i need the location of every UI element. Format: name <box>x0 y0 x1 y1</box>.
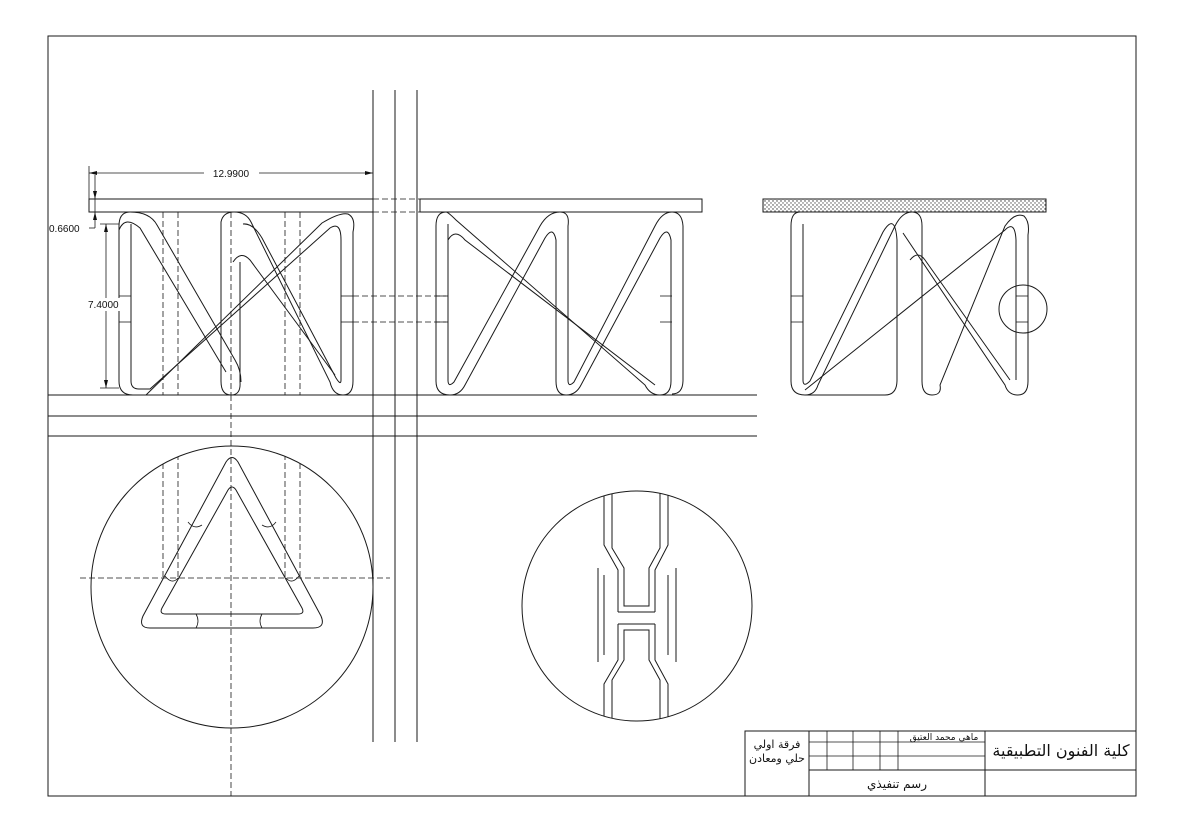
front-legs <box>118 211 355 396</box>
dim-width-arrow-left <box>89 171 97 175</box>
projection-lines-horizontal <box>48 295 757 437</box>
tb-drawing-type: رسم تنفيذي <box>867 777 927 792</box>
detail-inner-bottom <box>611 629 661 721</box>
dim-thick-arrow-bottom <box>93 212 97 220</box>
detail-view <box>521 490 753 722</box>
tb-department: حلي ومعادن <box>749 752 805 765</box>
side-legs-inner <box>447 211 684 395</box>
detail-outer-right-bottom <box>654 624 669 721</box>
dim-height-bg <box>86 298 122 311</box>
top-view-circle <box>90 445 374 729</box>
tb-year: فرقة اولي <box>754 738 801 751</box>
right-cross-brace <box>804 226 1017 391</box>
dim-height-text: 7.4000 <box>88 300 119 311</box>
right-view <box>762 198 1048 396</box>
side-legs-outer <box>435 211 672 396</box>
detail-circle <box>521 490 753 722</box>
detail-outer-right <box>654 491 669 612</box>
front-table-top <box>88 198 374 213</box>
dim-thick-arrow-top <box>93 191 97 199</box>
top-joint-arc-6 <box>285 575 300 582</box>
right-inner-leg <box>909 254 1011 381</box>
detail-outer-left-bottom <box>603 624 619 721</box>
dim-height-arrow-top <box>104 224 108 232</box>
right-legs-inner <box>802 223 898 396</box>
projection-lines-vertical <box>230 90 418 796</box>
side-table-top <box>419 198 703 213</box>
top-view <box>80 445 390 729</box>
right-legs-outer <box>790 211 1029 396</box>
top-joint-arc-3 <box>195 613 199 629</box>
top-joint-arc-1 <box>187 521 203 528</box>
top-view-triangle-outer <box>141 457 323 629</box>
tb-faculty: كلية الفنون التطبيقية <box>992 741 1130 761</box>
dim-thickness-text: 0.6600 <box>49 224 80 235</box>
detail-outer-left <box>603 491 619 612</box>
tb-student-name: ماهي محمد العتيق <box>910 733 979 743</box>
top-view-triangle-inner <box>160 486 304 615</box>
top-joint-arc-2 <box>261 521 277 528</box>
title-block: ماهي محمد العتيق كلية الفنون التطبيقية ف… <box>744 730 1137 797</box>
title-block-frame <box>744 730 1137 797</box>
dim-width-bg <box>204 166 259 179</box>
dim-width-text: 12.9900 <box>213 169 250 180</box>
right-table-top-hatched <box>762 198 1047 213</box>
dim-width-arrow-right <box>365 171 373 175</box>
detail-callout-circle <box>998 284 1048 334</box>
top-joint-arc-4 <box>259 613 263 629</box>
side-view <box>419 198 703 396</box>
dim-height-arrow-bottom <box>104 380 108 388</box>
front-view <box>88 198 420 396</box>
side-cross-brace <box>447 233 656 386</box>
detail-inner-left-top <box>611 491 661 607</box>
top-joint-arc-5 <box>164 575 179 582</box>
